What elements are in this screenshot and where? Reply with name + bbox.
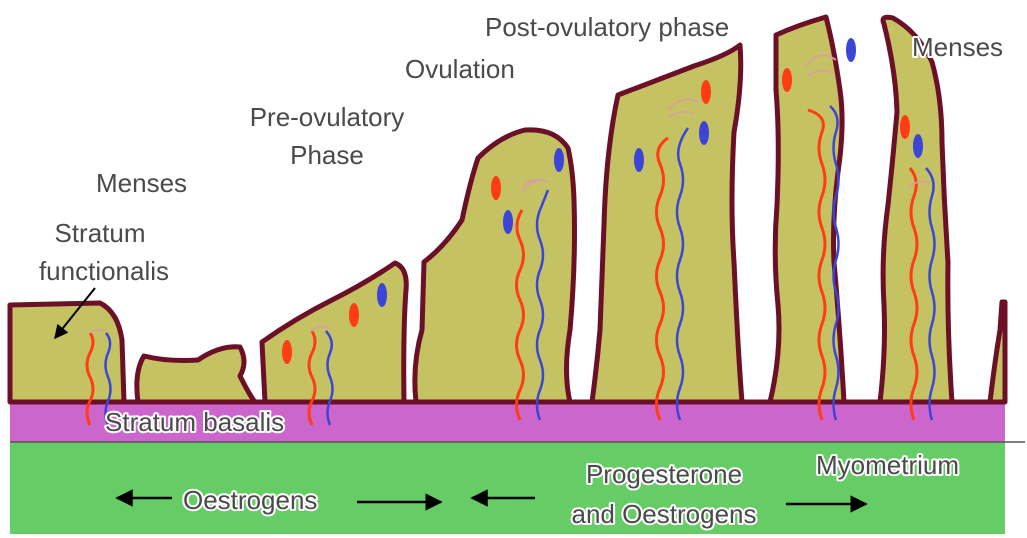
vein-dot — [503, 210, 513, 234]
artery-dot — [349, 303, 359, 327]
vein-dot — [377, 283, 387, 307]
label-oestrogens: Oestrogens — [183, 485, 317, 515]
artery-dot — [701, 80, 711, 104]
label-pre-ovulatory-1: Pre-ovulatory — [250, 102, 405, 132]
vein-dot — [846, 38, 856, 62]
label-stratum-functionalis-1: Stratum — [54, 218, 145, 248]
vein-dot — [913, 134, 923, 158]
vein-dot — [699, 121, 709, 145]
artery-dot — [900, 115, 910, 139]
label-menses-left: Menses — [96, 168, 187, 198]
label-ovulation: Ovulation — [405, 54, 515, 84]
artery-dot — [282, 340, 292, 364]
label-pre-ovulatory-2: Phase — [290, 140, 364, 170]
artery-dot — [782, 68, 792, 92]
label-post-ovulatory: Post-ovulatory phase — [485, 12, 729, 42]
vein-dot — [554, 148, 564, 172]
label-myometrium: Myometrium — [816, 450, 959, 480]
label-progesterone-2: and Oestrogens — [571, 499, 756, 529]
label-menses-right: Menses — [912, 32, 1003, 62]
vein-dot — [634, 148, 644, 172]
label-progesterone-1: Progesterone — [586, 459, 742, 489]
label-stratum-functionalis-2: functionalis — [39, 256, 169, 286]
artery-dot — [491, 176, 501, 200]
label-stratum-basalis: Stratum basalis — [105, 407, 284, 437]
